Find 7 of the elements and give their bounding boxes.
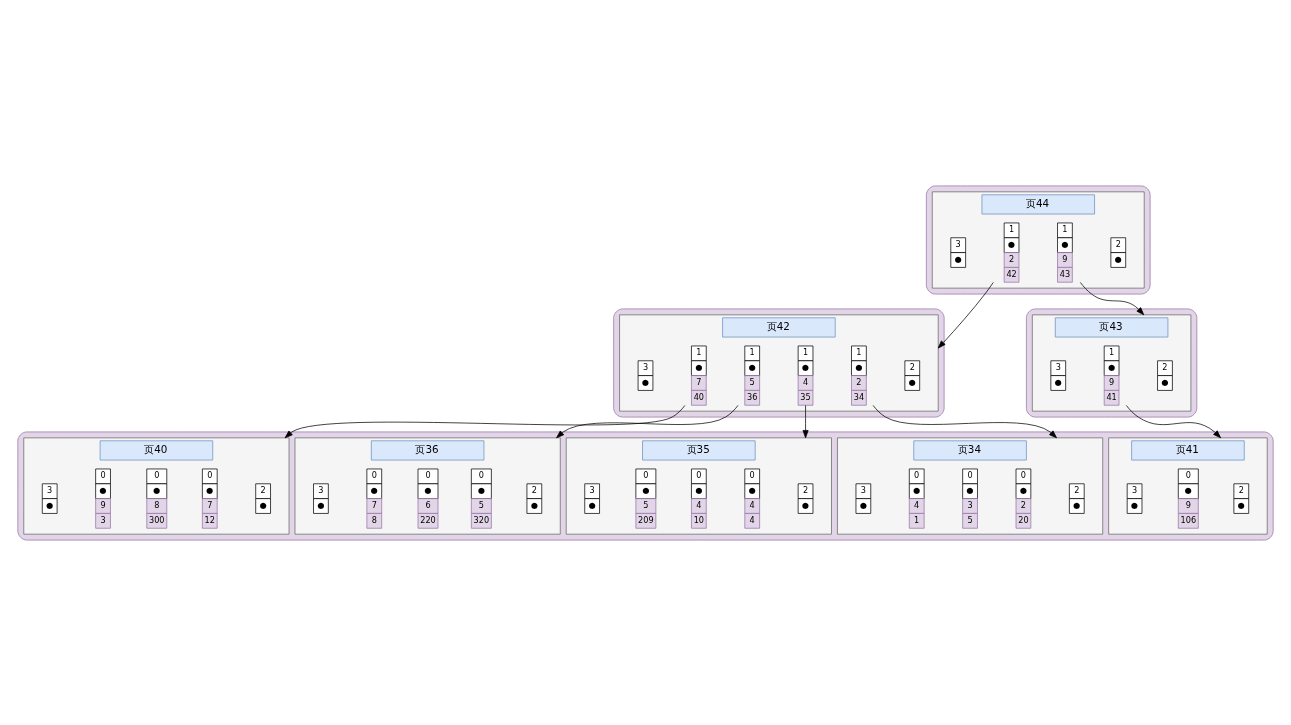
arrow (937, 281, 994, 348)
arrow (872, 404, 1057, 438)
arrow (1126, 404, 1221, 438)
arrow (284, 404, 686, 438)
arrow (1079, 281, 1145, 315)
arrow (802, 404, 809, 438)
arrow (556, 404, 739, 438)
